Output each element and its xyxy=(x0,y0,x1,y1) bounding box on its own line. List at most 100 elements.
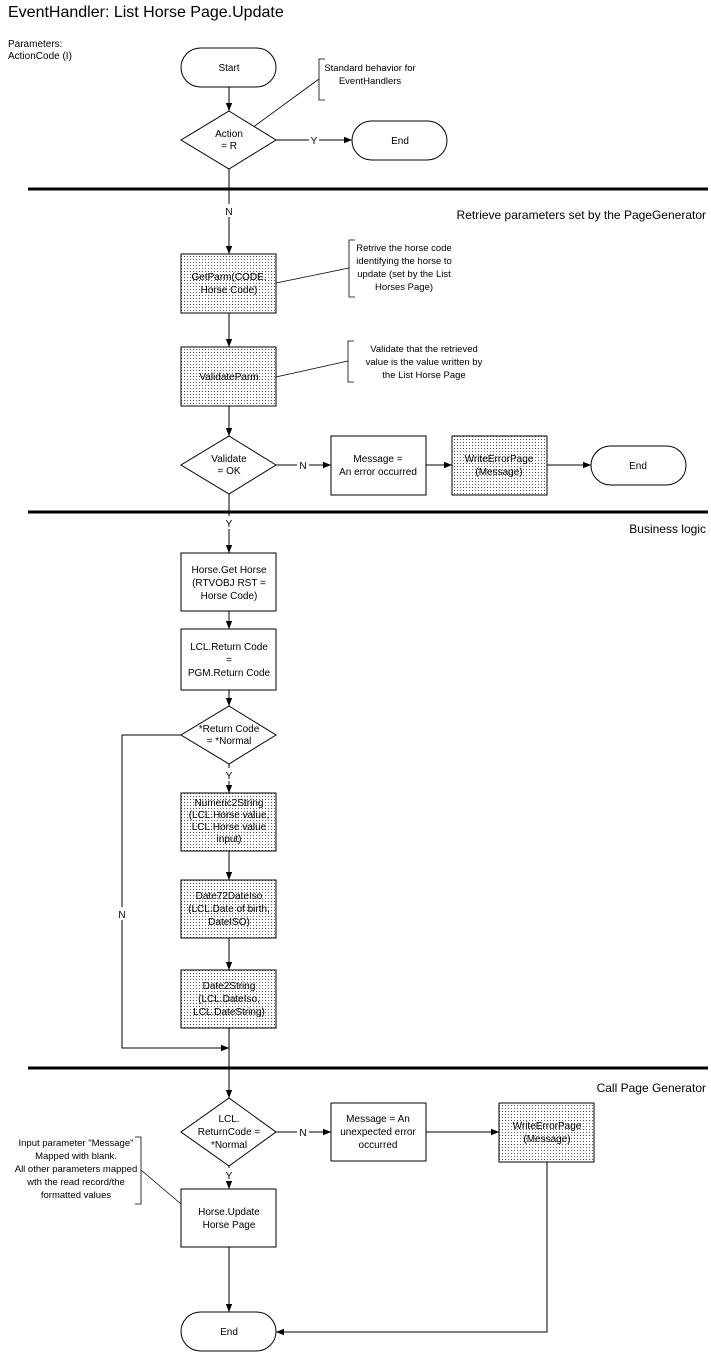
decision-return-code-line-2: = *Normal xyxy=(207,736,252,747)
process-message-2: Message = An unexpected error occurred xyxy=(330,1102,427,1162)
edge-labels: Y N N Y Y N N Y xyxy=(116,133,319,1182)
process-getparm-line-2: Horse Code) xyxy=(201,285,258,296)
edge-writeerror-end-3 xyxy=(276,1162,548,1336)
process-lcl-return-line-1: LCL.Return Code xyxy=(190,642,268,653)
note-input-line-5: formatted values xyxy=(41,1190,111,1201)
edge-label-lcl-no: N xyxy=(299,1128,306,1139)
process-date2string-line-2: (LCL.DateIso, xyxy=(198,994,260,1005)
note-standard-line-2: EventHandlers xyxy=(339,76,402,87)
process-date2string-line-1: Date2String xyxy=(203,981,256,992)
node-end-2: End xyxy=(590,445,687,486)
note-standard-bracket xyxy=(318,58,325,101)
node-end-2-label: End xyxy=(629,461,647,472)
process-validateparm: ValidateParm xyxy=(180,346,277,407)
note-input-line-1: Input parameter "Message" xyxy=(19,1138,134,1149)
decision-action-line-1: Action xyxy=(215,129,243,140)
process-horse-update-line-2: Horse Page xyxy=(203,1220,256,1231)
process-getparm: GetParm(CODE, Horse Code) xyxy=(180,253,277,314)
edge-label-action-yes: Y xyxy=(311,136,318,147)
decision-return-code: *Return Code = *Normal xyxy=(180,705,277,765)
note-validate-bracket xyxy=(347,340,354,383)
section-title-business: Business logic xyxy=(629,522,706,536)
process-writeerror-2-line-2: (Message) xyxy=(523,1134,570,1145)
node-end-3: End xyxy=(180,1311,277,1352)
node-start-label: Start xyxy=(218,63,239,74)
node-end-3-label: End xyxy=(220,1327,238,1338)
process-horse-get-line-1: Horse.Get Horse xyxy=(191,565,266,576)
edge-label-validate-yes: Y xyxy=(226,519,233,530)
note-retrive-connector xyxy=(275,267,350,284)
process-horse-update-line-1: Horse.Update xyxy=(198,1207,260,1218)
node-end-1-label: End xyxy=(391,136,409,147)
node-end-1: End xyxy=(351,120,448,161)
note-retrive-bracket xyxy=(348,239,355,298)
edge-label-returncode-no: N xyxy=(118,910,125,921)
note-standard-line-1: Standard behavior for xyxy=(324,63,415,74)
node-start: Start xyxy=(180,47,277,88)
process-lcl-return: LCL.Return Code = PGM.Return Code xyxy=(180,628,277,691)
decision-lcl-return-code: LCL. ReturnCode = *Normal xyxy=(180,1097,277,1167)
decision-return-code-line-1: *Return Code xyxy=(199,724,260,735)
edge-label-lcl-yes: Y xyxy=(226,1171,233,1182)
section-title-retrieve: Retrieve parameters set by the PageGener… xyxy=(457,208,706,222)
process-message-1-line-1: Message = xyxy=(353,454,402,465)
process-writeerror-1-line-1: WriteErrorPage xyxy=(465,454,534,465)
edge-returncode-bypass xyxy=(121,734,229,1052)
process-date72dateiso-line-1: Date72DateIso xyxy=(196,891,263,902)
annotations: Standard behavior for EventHandlers Retr… xyxy=(15,58,483,1205)
process-message-1-line-2: An error occurred xyxy=(339,467,417,478)
process-horse-get: Horse.Get Horse (RTVOBJ RST = Horse Code… xyxy=(180,552,277,612)
section-title-call: Call Page Generator xyxy=(597,1081,706,1095)
decision-lcl-return-code-line-1: LCL. xyxy=(218,1114,239,1125)
note-retrive-line-2: identifying the horse to xyxy=(356,256,452,267)
note-retrive-line-4: Horses Page) xyxy=(375,282,433,293)
edges xyxy=(121,87,591,1336)
note-retrive-line-3: update (set by the List xyxy=(357,269,451,280)
note-input-line-4: wth the read record/the xyxy=(26,1177,125,1188)
process-writeerror-2: WriteErrorPage (Message) xyxy=(498,1102,595,1163)
process-message-2-line-2: unexpected error xyxy=(340,1127,416,1138)
note-validate-line-1: Validate that the retrieved xyxy=(370,344,478,355)
process-writeerror-1-line-2: (Message) xyxy=(475,467,522,478)
process-numeric2string: Numeric2String (LCL.Horse value, LCL.Hor… xyxy=(180,792,277,852)
process-message-2-line-1: Message = An xyxy=(346,1114,410,1125)
process-date72dateiso-line-3: DateISO) xyxy=(208,917,250,928)
process-message-2-line-3: occurred xyxy=(359,1140,398,1151)
decision-validate: Validate = OK xyxy=(180,435,277,495)
decision-lcl-return-code-line-3: *Normal xyxy=(211,1140,247,1151)
decision-action-line-2: = R xyxy=(221,141,237,152)
note-input-line-3: All other parameters mapped xyxy=(15,1164,138,1175)
process-validateparm-label: ValidateParm xyxy=(199,372,258,383)
process-numeric2string-line-1: Numeric2String xyxy=(195,798,264,809)
note-standard-connector xyxy=(251,78,320,129)
process-date72dateiso: Date72DateIso (LCL.Date of birth, DateIS… xyxy=(180,879,277,939)
diagram-title: EventHandler: List Horse Page.Update xyxy=(8,4,284,21)
note-validate-line-3: the List Horse Page xyxy=(382,370,465,381)
process-date72dateiso-line-2: (LCL.Date of birth, xyxy=(188,904,270,915)
parameters-action-code: ActionCode (I) xyxy=(8,51,72,62)
process-horse-update: Horse.Update Horse Page xyxy=(180,1188,277,1248)
edge-label-validate-no: N xyxy=(299,461,306,472)
note-validate-line-2: value is the value written by xyxy=(366,357,483,368)
process-message-1: Message = An error occurred xyxy=(330,435,427,496)
note-input-line-2: Mapped with blank. xyxy=(35,1151,117,1162)
process-numeric2string-line-2: (LCL.Horse value, xyxy=(189,810,270,821)
process-getparm-line-1: GetParm(CODE, xyxy=(191,272,266,283)
process-numeric2string-line-3: LCL.Horse value xyxy=(192,822,267,833)
process-date2string-line-3: LCL.DateString) xyxy=(193,1007,265,1018)
parameters-heading: Parameters: xyxy=(8,39,62,50)
process-lcl-return-line-3: PGM.Return Code xyxy=(188,668,271,679)
note-retrive-line-1: Retrive the horse code xyxy=(356,243,452,254)
process-lcl-return-line-2: = xyxy=(226,655,232,666)
process-horse-get-line-3: Horse Code) xyxy=(201,591,258,602)
decision-validate-line-1: Validate xyxy=(211,454,247,465)
edge-label-returncode-yes: Y xyxy=(226,771,233,782)
decision-action: Action = R xyxy=(180,110,277,170)
decision-lcl-return-code-line-2: ReturnCode = xyxy=(198,1127,261,1138)
decision-validate-line-2: = OK xyxy=(217,466,240,477)
process-writeerror-1: WriteErrorPage (Message) xyxy=(451,435,548,496)
process-writeerror-2-line-1: WriteErrorPage xyxy=(513,1121,582,1132)
note-validate-connector xyxy=(275,360,349,378)
process-horse-get-line-2: (RTVOBJ RST = xyxy=(192,578,266,589)
